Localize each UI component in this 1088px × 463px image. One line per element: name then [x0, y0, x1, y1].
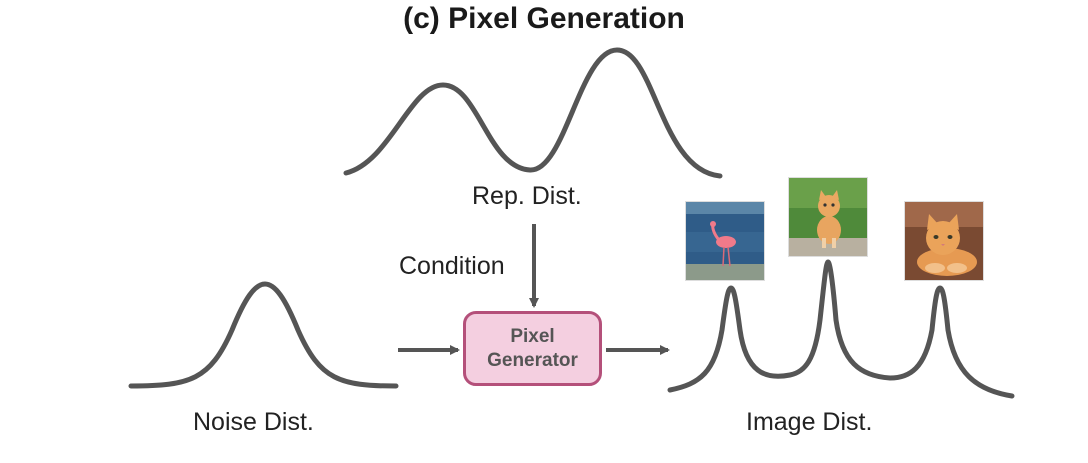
- kitten-lying-image: [904, 201, 984, 281]
- flamingo-image: [685, 201, 765, 281]
- generator-line2: Generator: [487, 349, 578, 371]
- image-dist-curve: [667, 259, 1015, 399]
- rep-dist-label: Rep. Dist.: [472, 182, 582, 210]
- image-dist-label: Image Dist.: [746, 408, 873, 436]
- noise-dist-label: Noise Dist.: [193, 408, 314, 436]
- pixel-generator-box: Pixel Generator: [463, 311, 602, 386]
- rep-dist-curve: [343, 47, 723, 179]
- kitten-standing-image: [788, 177, 868, 257]
- diagram-title: (c) Pixel Generation: [403, 2, 685, 35]
- condition-label: Condition: [399, 252, 505, 280]
- noise-dist-curve: [128, 281, 399, 389]
- generator-line1: Pixel: [510, 325, 555, 347]
